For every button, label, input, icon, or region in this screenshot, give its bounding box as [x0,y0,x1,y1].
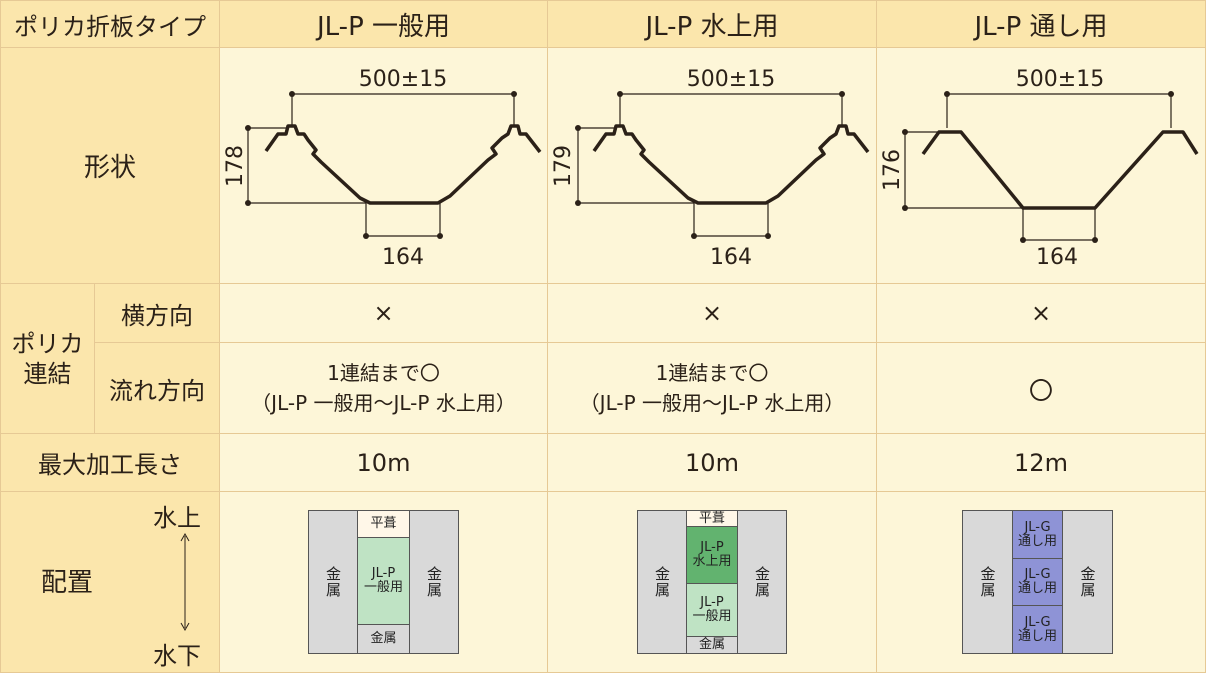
length-value-2: 10m [547,433,877,492]
layout-2-bottom-text: 金属 [698,637,725,652]
col-header-2: JL-P 水上用 [547,0,877,48]
profile-2-width: 500±15 [687,67,775,92]
length-value-2-text: 10m [685,448,739,477]
connect-group-label: ポリカ 連結 [0,283,95,434]
nagare-value-1-line1: 1連結まで〇 [327,361,440,385]
length-label: 最大加工長さ [38,451,182,479]
yoko-value-2: × [547,283,877,343]
profile-cell-1: 500±15 164 178 [219,47,548,284]
yoko-label-cell: 横方向 [94,283,220,343]
layout-1-bottom-text: 金属 [370,631,397,646]
layout-1-middle: JL-P 一般用 [357,537,410,625]
layout-3-b: JL-G 通し用 [1012,558,1063,606]
profile-1-bottom: 164 [382,245,424,270]
layout-3-metal-right-text: 金属 [1078,566,1097,598]
layout-2-lower: JL-P 一般用 [686,583,738,637]
layout-3-b-text: JL-G 通し用 [1017,567,1057,596]
nagare-value-3: 〇 [876,342,1206,434]
layout-1-metal-right-text: 金属 [425,566,443,598]
length-value-3: 12m [876,433,1206,492]
profile-cell-3: 500±15 164 176 [876,47,1206,284]
layout-2-metal-left: 金属 [637,510,687,654]
profile-2-height: 179 [551,145,576,187]
corner-header: ポリカ折板タイプ [0,0,220,48]
shape-label: 形状 [83,153,136,183]
nagare-label: 流れ方向 [109,376,205,405]
col-header-1: JL-P 一般用 [219,0,548,48]
layout-label-cell: 配置 水上 水下 [0,491,220,673]
yoko-value-3-text: × [1030,299,1052,327]
layout-2-upper-text: JL-P 水上用 [692,540,732,569]
yoko-value-3: × [876,283,1206,343]
connect-group-text: ポリカ 連結 [11,329,84,388]
layout-3-c-text: JL-G 通し用 [1017,614,1057,644]
nagare-label-cell: 流れ方向 [94,342,220,434]
profile-1-width: 500±15 [359,67,447,92]
profile-3-bottom: 164 [1036,245,1078,270]
layout-top-label: 水上 [153,504,201,532]
layout-2-top: 平葺 [686,510,738,527]
length-value-1-text: 10m [356,448,411,477]
nagare-value-2-line1: 1連結まで〇 [655,361,769,385]
length-value-1: 10m [219,433,548,492]
layout-1-middle-text: JL-P 一般用 [363,566,403,595]
layout-cell-2: 金属 平葺 JL-P 水上用 JL-P 一般用 金属 金属 [547,491,877,673]
nagare-value-1: 1連結まで〇 （JL-P 一般用〜JL-P 水上用） [219,342,548,434]
layout-2-lower-text: JL-P 一般用 [692,595,732,624]
profile-1-height: 178 [223,145,248,187]
nagare-value-2-line2: （JL-P 一般用〜JL-P 水上用） [579,391,845,415]
layout-cell-1: 金属 平葺 JL-P 一般用 金属 金属 [219,491,548,673]
nagare-value-3-text: 〇 [1029,376,1053,405]
yoko-value-1-text: × [373,299,394,327]
nagare-value-2: 1連結まで〇 （JL-P 一般用〜JL-P 水上用） [547,342,877,434]
layout-bottom-label: 水下 [153,642,201,670]
col-header-1-label: JL-P 一般用 [316,11,451,42]
profile-3-width: 500±15 [1016,67,1104,92]
profile-drawing-3: 500±15 164 176 [880,67,1199,270]
layout-3-a: JL-G 通し用 [1012,510,1063,559]
profile-cell-2: 500±15 164 179 [547,47,877,284]
layout-1-metal-left: 金属 [308,510,358,654]
col-header-3-label: JL-P 通し用 [974,11,1108,42]
layout-3-metal-left: 金属 [962,510,1013,654]
profile-3-height: 176 [880,149,905,191]
layout-1-top-text: 平葺 [370,516,397,531]
layout-2-metal-left-text: 金属 [653,566,671,598]
corner-label: ポリカ折板タイプ [14,12,206,41]
yoko-value-2-text: × [701,299,723,327]
nagare-value-1-line2: （JL-P 一般用〜JL-P 水上用） [251,391,516,415]
layout-2-bottom: 金属 [686,636,738,654]
length-label-cell: 最大加工長さ [0,433,220,492]
length-value-3-text: 12m [1014,448,1068,477]
layout-2-upper: JL-P 水上用 [686,526,738,584]
layout-label: 配置 [41,568,94,598]
profile-drawing-1: 500±15 164 178 [223,67,542,270]
layout-1-metal-left-text: 金属 [324,566,342,598]
layout-cell-3: 金属 JL-G 通し用 JL-G 通し用 JL-G 通し用 金属 [876,491,1206,673]
profile-drawing-2: 500±15 164 179 [551,67,870,270]
col-header-2-label: JL-P 水上用 [645,11,779,42]
layout-2-metal-right-text: 金属 [753,566,771,598]
shape-row-label: 形状 [0,47,220,284]
layout-2-top-text: 平葺 [698,510,725,526]
up-down-arrow-icon [180,532,190,632]
profile-2-bottom: 164 [710,245,752,270]
yoko-label: 横方向 [121,301,193,330]
layout-2-metal-right: 金属 [737,510,787,654]
col-header-3: JL-P 通し用 [876,0,1206,48]
layout-1-top: 平葺 [357,510,410,538]
layout-3-a-text: JL-G 通し用 [1017,519,1057,549]
layout-3-metal-right: 金属 [1062,510,1113,654]
yoko-value-1: × [219,283,548,343]
layout-1-bottom: 金属 [357,624,410,654]
layout-1-metal-right: 金属 [409,510,459,654]
layout-3-c: JL-G 通し用 [1012,605,1063,654]
layout-3-metal-left-text: 金属 [978,566,997,598]
